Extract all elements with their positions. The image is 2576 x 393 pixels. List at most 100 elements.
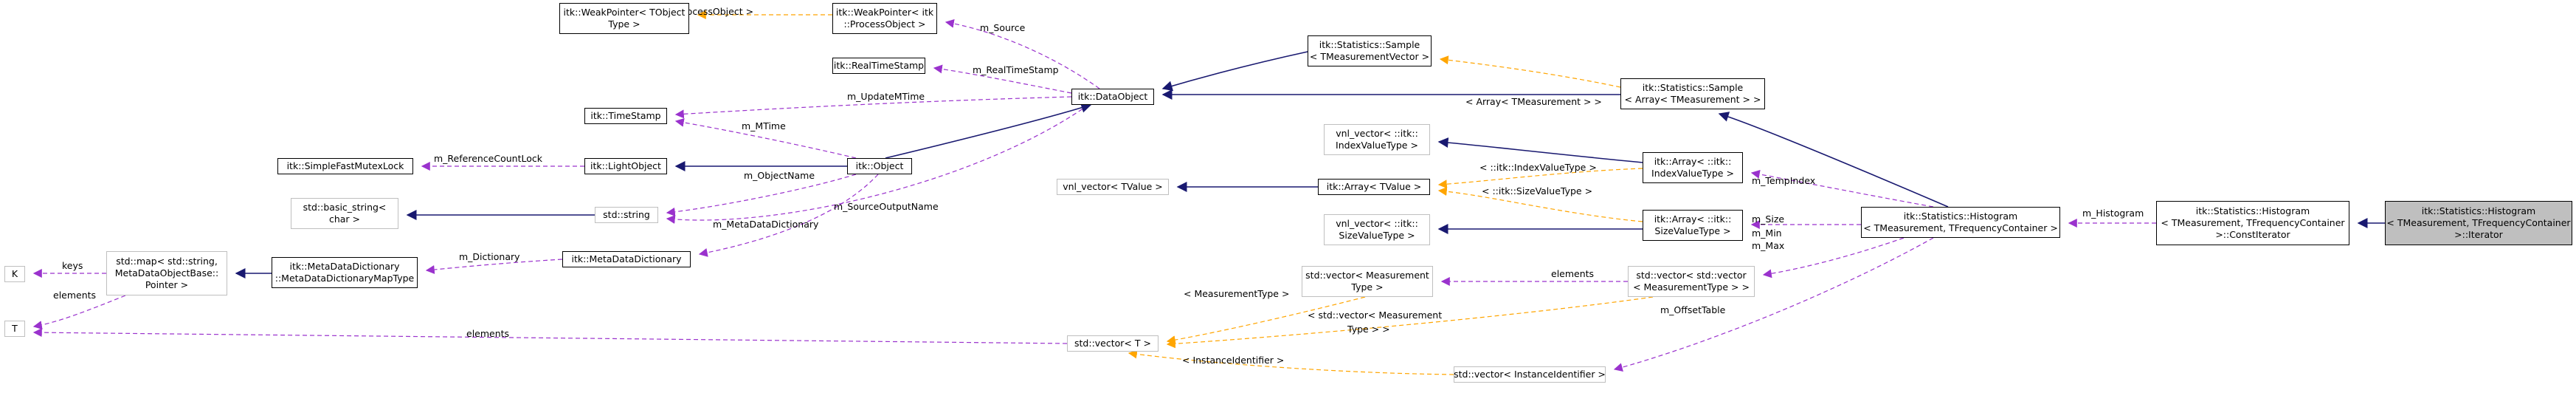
- node-vector-instanceidentifier[interactable]: std::vector< InstanceIdentifier >: [1454, 366, 1606, 383]
- edge-label-group: < itk::ProcessObject > m_Source m_RealTi…: [53, 6, 2144, 366]
- node-timestamp[interactable]: itk::TimeStamp: [584, 108, 667, 124]
- node-label: IndexValueType >: [1336, 140, 1418, 151]
- edge-label-m-metadatadictionary: m_MetaDataDictionary: [713, 219, 819, 230]
- node-label: itk::SimpleFastMutexLock: [286, 160, 404, 171]
- node-simplefastmutexlock[interactable]: itk::SimpleFastMutexLock: [277, 158, 413, 174]
- edge-label-m-size: m_Size: [1752, 213, 1784, 225]
- node-label: itk::LightObject: [590, 160, 661, 171]
- edge-label-array-tmeasurement: < Array< TMeasurement > >: [1465, 96, 1602, 107]
- edge-inherit-array-index: [1437, 137, 1643, 163]
- node-label: Pointer >: [145, 279, 189, 290]
- node-vector-t[interactable]: std::vector< T >: [1067, 335, 1158, 352]
- edge-m-offsettable: [1613, 237, 1934, 372]
- node-histogram-constiterator[interactable]: itk::Statistics::Histogram< TMeasurement…: [2156, 201, 2349, 245]
- node-label: < TMeasurementVector >: [1309, 51, 1430, 62]
- node-std-map[interactable]: std::map< std::string,MetaDataObjectBase…: [106, 251, 227, 295]
- edge-m-sourceoutputname: [666, 104, 1089, 224]
- node-label: std::string: [603, 209, 650, 220]
- node-t[interactable]: T: [4, 321, 25, 337]
- node-label: itk::WeakPointer< TObject: [563, 7, 686, 18]
- node-label: itk::RealTimeStamp: [833, 60, 925, 71]
- node-metadatadictionary[interactable]: itk::MetaDataDictionary: [562, 251, 691, 267]
- node-histogram-iterator[interactable]: itk::Statistics::Histogram< TMeasurement…: [2385, 201, 2572, 245]
- node-lightobject[interactable]: itk::LightObject: [584, 158, 667, 174]
- node-sample-array-tmeasurement[interactable]: itk::Statistics::Sample< Array< TMeasure…: [1620, 78, 1765, 109]
- node-label: std::vector< InstanceIdentifier >: [1454, 369, 1606, 380]
- node-label: < TMeasurement, TFrequencyContainer: [2386, 217, 2571, 228]
- edge-label-m-dictionary: m_Dictionary: [459, 251, 520, 262]
- edge-label-measurement-type: < MeasurementType >: [1184, 288, 1289, 299]
- node-object[interactable]: itk::Object: [847, 158, 912, 174]
- node-label: ::MetaDataDictionaryMapType: [274, 273, 415, 284]
- node-label: itk::Array< ::itk::: [1654, 213, 1732, 225]
- node-weakpointer-processobject[interactable]: itk::WeakPointer< itk::ProcessObject >: [832, 3, 937, 34]
- edge-m-metadatadictionary: [698, 174, 879, 257]
- node-vnl-vector-tvalue[interactable]: vnl_vector< TValue >: [1057, 179, 1169, 195]
- edge-m-source: [945, 18, 1100, 89]
- node-realtimestamp[interactable]: itk::RealTimeStamp: [832, 58, 925, 74]
- edge-label-index-value-type: < ::itk::IndexValueType >: [1479, 162, 1597, 173]
- node-label: K: [11, 268, 18, 279]
- edge-label-keys: keys: [62, 260, 83, 271]
- node-label: itk::DataObject: [1077, 91, 1148, 102]
- node-label: char >: [328, 213, 361, 225]
- edge-label-elements-measurement: elements: [1551, 268, 1594, 279]
- node-label: Type >: [1351, 281, 1384, 293]
- node-label: itk::Statistics::Sample: [1642, 82, 1744, 93]
- edge-label-elements-t: elements: [53, 290, 96, 301]
- node-dataobject[interactable]: itk::DataObject: [1071, 89, 1154, 105]
- edge-paths: [32, 10, 2385, 375]
- node-label: SizeValueType >: [1339, 230, 1415, 241]
- node-label: T: [12, 323, 18, 334]
- node-k[interactable]: K: [4, 266, 25, 282]
- node-label: < TMeasurement, TFrequencyContainer >: [1863, 222, 2058, 233]
- node-label: std::vector< T >: [1074, 338, 1151, 349]
- node-label: itk::MetaDataDictionary: [289, 261, 400, 272]
- node-label: std::vector< Measurement: [1305, 270, 1429, 281]
- node-mdd-maptype[interactable]: itk::MetaDataDictionary::MetaDataDiction…: [272, 257, 418, 288]
- node-sample-tmeasurementvector[interactable]: itk::Statistics::Sample< TMeasurementVec…: [1308, 35, 1432, 66]
- node-vnl-vector-index[interactable]: vnl_vector< ::itk::IndexValueType >: [1324, 124, 1430, 155]
- node-basic-string[interactable]: std::basic_string<char >: [291, 198, 398, 229]
- node-label: < TMeasurement, TFrequencyContainer: [2161, 217, 2345, 228]
- edge-label-m-objectname: m_ObjectName: [744, 170, 815, 181]
- edge-label-vec-measurement-type-2: Type > >: [1347, 324, 1390, 335]
- node-vnl-vector-size[interactable]: vnl_vector< ::itk::SizeValueType >: [1324, 214, 1430, 245]
- node-label: >::Iterator: [2454, 229, 2503, 240]
- edge-elements-t: [32, 295, 126, 330]
- edge-size-value-type: [1437, 187, 1643, 222]
- node-label: vnl_vector< TValue >: [1063, 181, 1163, 192]
- node-vector-vector-measurementtype[interactable]: std::vector< std::vector< MeasurementTyp…: [1628, 266, 1755, 297]
- node-label: itk::WeakPointer< itk: [835, 7, 934, 18]
- edge-m-updatemtime: [674, 96, 1072, 119]
- edge-m-min-max: [1762, 237, 1905, 278]
- edge-inherit-histogram-sample: [1718, 112, 1949, 208]
- edge-label-m-realtimestamp: m_RealTimeStamp: [973, 64, 1059, 75]
- edge-label-m-tempindex: m_TempIndex: [1752, 175, 1815, 186]
- edge-elements-vec-t: [32, 328, 1068, 344]
- node-label: MetaDataObjectBase::: [114, 267, 219, 278]
- node-array-tvalue[interactable]: itk::Array< TValue >: [1318, 179, 1430, 195]
- edge-measurementtype-template: [1166, 296, 1366, 345]
- edge-label-m-mtime: m_MTime: [742, 120, 786, 131]
- edge-label-m-updatemtime: m_UpdateMTime: [847, 91, 925, 102]
- edge-label-m-offsettable: m_OffsetTable: [1660, 304, 1726, 315]
- node-label: itk::Array< TValue >: [1326, 181, 1422, 192]
- node-label: itk::Statistics::Histogram: [1903, 211, 2018, 222]
- node-array-index-value-type[interactable]: itk::Array< ::itk::IndexValueType >: [1643, 152, 1743, 183]
- node-std-string[interactable]: std::string: [595, 207, 658, 223]
- node-label: >::ConstIterator: [2215, 229, 2290, 240]
- edge-label-instance-identifier: < InstanceIdentifier >: [1182, 355, 1284, 366]
- edge-instanceidentifier-template: [1128, 349, 1454, 375]
- edge-sample-array-template: [1439, 55, 1621, 88]
- node-array-size-value-type[interactable]: itk::Array< ::itk::SizeValueType >: [1643, 210, 1743, 241]
- node-histogram[interactable]: itk::Statistics::Histogram< TMeasurement…: [1861, 207, 2060, 238]
- edge-m-tempindex: [1750, 169, 1934, 208]
- node-label: vnl_vector< ::itk::: [1336, 128, 1418, 139]
- edge-inherit-sample-tvector: [1161, 51, 1308, 92]
- node-label: SizeValueType >: [1654, 225, 1731, 236]
- node-label: std::map< std::string,: [116, 256, 218, 267]
